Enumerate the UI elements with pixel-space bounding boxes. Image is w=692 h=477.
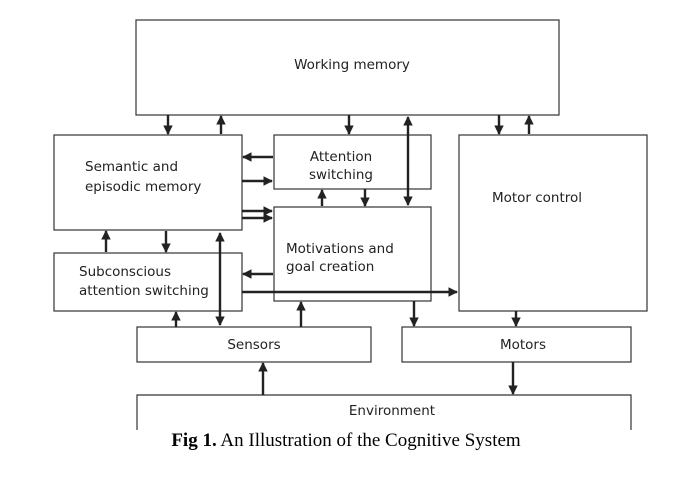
environment-label: Environment bbox=[349, 403, 435, 419]
sensors-box bbox=[136, 326, 372, 363]
semantic-label-line2: episodic memory bbox=[85, 179, 201, 195]
motivations-goal-creation-box bbox=[273, 206, 432, 302]
working-memory-label: Working memory bbox=[294, 57, 410, 73]
motivations-label-line2: goal creation bbox=[286, 259, 374, 275]
semantic-label-line1: Semantic and bbox=[85, 159, 178, 175]
subconscious-label-line1: Subconscious bbox=[79, 264, 171, 280]
environment-box bbox=[136, 394, 632, 430]
subconscious-label-line2: attention switching bbox=[79, 283, 209, 299]
motors-label: Motors bbox=[500, 337, 546, 353]
sensors-label: Sensors bbox=[227, 337, 280, 353]
cognitive-system-diagram: Working memory Semantic and episodic mem… bbox=[53, 19, 648, 430]
figure-caption: Fig 1. An Illustration of the Cognitive … bbox=[0, 430, 692, 452]
subconscious-attention-switching-box bbox=[53, 252, 243, 312]
attention-label-line2: switching bbox=[309, 167, 373, 183]
motors-box bbox=[401, 326, 632, 363]
figure-caption-text: An Illustration of the Cognitive System bbox=[216, 430, 521, 451]
attention-label-line1: Attention bbox=[310, 149, 372, 165]
motor-control-box bbox=[458, 134, 648, 312]
figure-caption-label: Fig 1. bbox=[171, 430, 217, 451]
semantic-episodic-memory-box bbox=[53, 134, 243, 231]
working-memory-box bbox=[135, 19, 560, 116]
motivations-label-line1: Motivations and bbox=[286, 241, 394, 257]
motor-control-label: Motor control bbox=[492, 190, 582, 206]
attention-switching-box bbox=[273, 134, 432, 190]
